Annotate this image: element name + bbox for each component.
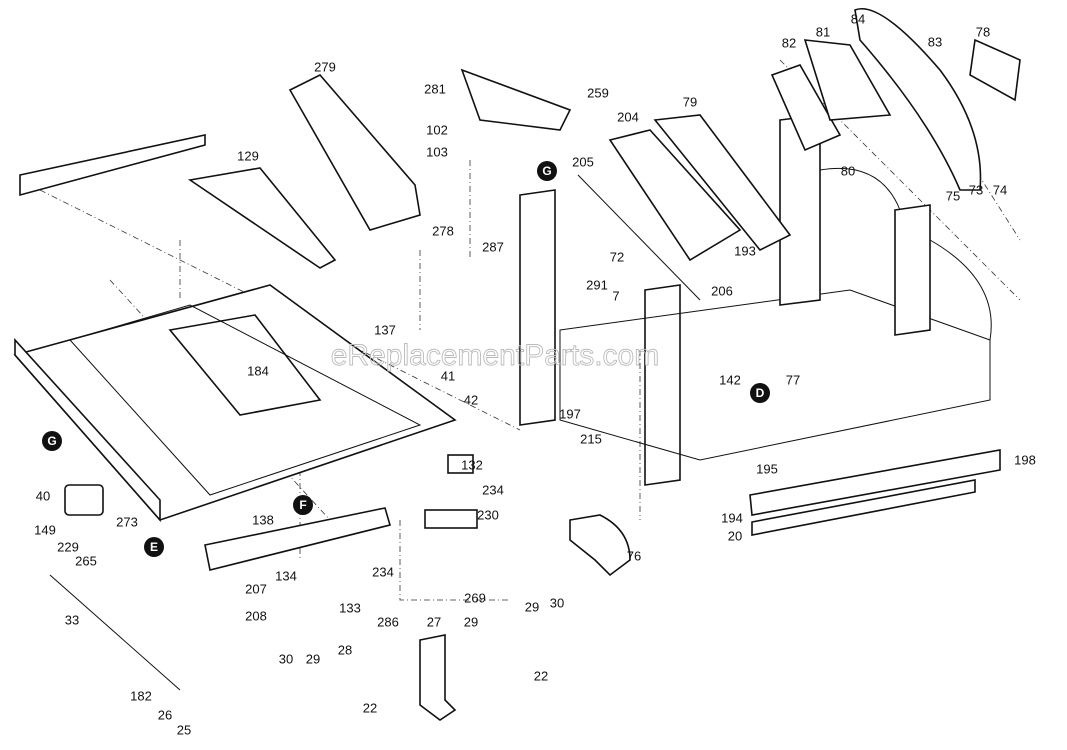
part-number-label: 198 xyxy=(1014,452,1036,467)
callout-letter: F xyxy=(299,498,306,512)
part-number-label: 234 xyxy=(482,482,504,497)
part-number-label: 132 xyxy=(461,457,483,472)
part-number-label: 279 xyxy=(314,59,336,74)
part-number-label: 73 xyxy=(969,182,983,197)
part-number-label: 273 xyxy=(116,514,138,529)
part-number-label: 205 xyxy=(572,154,594,169)
part-number-label: 72 xyxy=(610,249,624,264)
part-number-label: 79 xyxy=(683,94,697,109)
callout-g: G xyxy=(42,431,62,451)
part-number-label: 193 xyxy=(734,243,756,258)
part-number-label: 22 xyxy=(363,700,377,715)
part-number-label: 281 xyxy=(424,81,446,96)
callout-letter: E xyxy=(150,540,158,554)
part-number-label: 40 xyxy=(36,488,50,503)
part-number-label: 26 xyxy=(158,707,172,722)
callout-letter: D xyxy=(756,386,765,400)
part-number-label: 7 xyxy=(612,288,619,303)
part-number-label: 149 xyxy=(34,522,56,537)
part-number-label: 103 xyxy=(426,144,448,159)
part-number-label: 137 xyxy=(374,322,396,337)
part-number-label: 76 xyxy=(627,548,641,563)
part-number-label: 195 xyxy=(756,461,778,476)
part-number-label: 184 xyxy=(247,363,269,378)
part-number-label: 77 xyxy=(786,372,800,387)
callout-g: G xyxy=(537,161,557,181)
part-number-label: 80 xyxy=(841,163,855,178)
part-number-label: 265 xyxy=(75,553,97,568)
part-number-label: 30 xyxy=(550,595,564,610)
callout-f: F xyxy=(293,495,313,515)
part-number-label: 33 xyxy=(65,612,79,627)
part-number-label: 133 xyxy=(339,600,361,615)
part-number-label: 74 xyxy=(993,182,1007,197)
frame xyxy=(519,114,992,486)
part-number-label: 204 xyxy=(617,109,639,124)
part-number-label: 42 xyxy=(464,392,478,407)
part-number-label: 208 xyxy=(245,608,267,623)
part-number-label: 22 xyxy=(534,668,548,683)
watermark: eReplacementParts.com xyxy=(331,339,659,372)
part-number-label: 84 xyxy=(851,11,865,26)
part-number-label: 28 xyxy=(338,642,352,657)
table-top xyxy=(13,284,457,523)
part-number-label: 129 xyxy=(237,148,259,163)
part-number-label: 27 xyxy=(427,614,441,629)
part-number-label: 138 xyxy=(252,512,274,527)
part-number-label: 229 xyxy=(57,539,79,554)
part-number-label: 20 xyxy=(728,528,742,543)
part-number-label: 29 xyxy=(464,614,478,629)
callout-letter: G xyxy=(542,164,551,178)
part-number-label: 81 xyxy=(816,24,830,39)
part-number-label: 259 xyxy=(587,85,609,100)
part-number-label: 29 xyxy=(525,599,539,614)
callout-e: E xyxy=(144,537,164,557)
small-parts xyxy=(19,8,1021,721)
part-number-label: 278 xyxy=(432,223,454,238)
part-number-label: 194 xyxy=(721,510,743,525)
part-number-label: 286 xyxy=(377,614,399,629)
part-number-label: 207 xyxy=(245,581,267,596)
part-number-label: 142 xyxy=(719,372,741,387)
part-number-label: 197 xyxy=(559,406,581,421)
part-number-label: 102 xyxy=(426,122,448,137)
part-number-label: 291 xyxy=(586,277,608,292)
part-number-label: 30 xyxy=(279,651,293,666)
callout-letter: G xyxy=(47,434,56,448)
part-number-label: 78 xyxy=(976,24,990,39)
part-number-label: 134 xyxy=(275,568,297,583)
part-number-label: 29 xyxy=(306,651,320,666)
part-number-label: 83 xyxy=(928,34,942,49)
section-callouts: G D G F E xyxy=(42,161,770,557)
part-number-label: 41 xyxy=(441,368,455,383)
part-number-label: 206 xyxy=(711,283,733,298)
part-number-label: 234 xyxy=(372,564,394,579)
part-number-label: 25 xyxy=(177,722,191,737)
part-number-label: 230 xyxy=(477,507,499,522)
part-number-label: 287 xyxy=(482,239,504,254)
part-number-label: 82 xyxy=(782,35,796,50)
part-number-label: 182 xyxy=(130,688,152,703)
part-number-label: 269 xyxy=(464,590,486,605)
part-number-label: 75 xyxy=(946,188,960,203)
callout-d: D xyxy=(750,383,770,403)
part-number-label: 215 xyxy=(580,431,602,446)
